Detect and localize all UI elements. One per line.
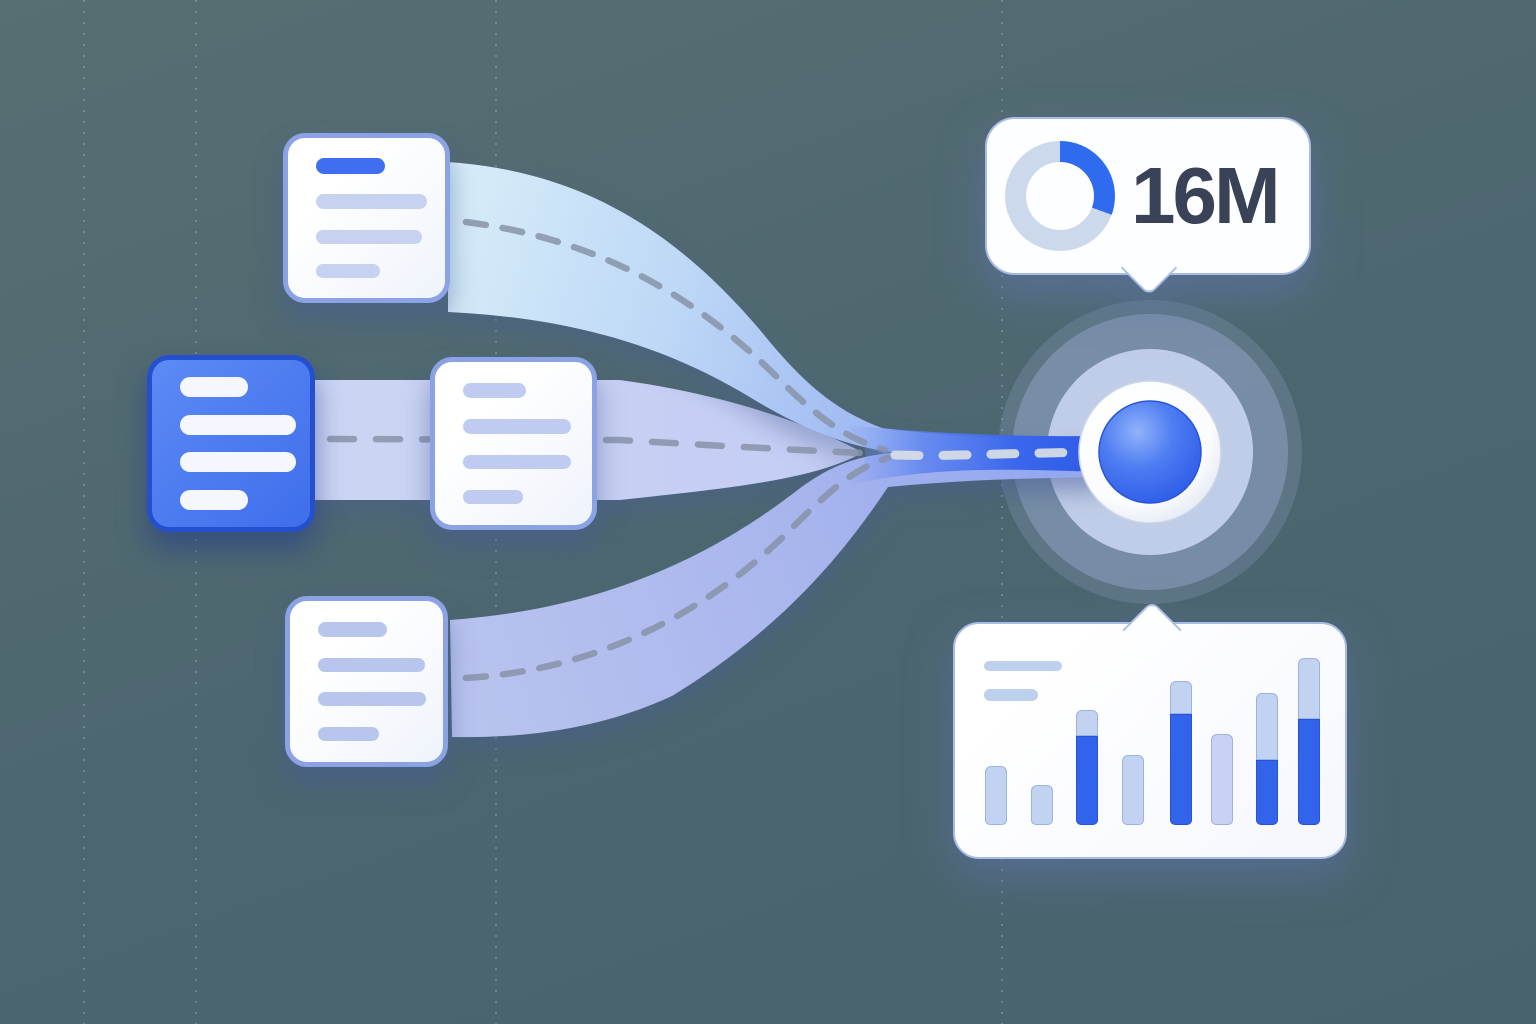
document-card-top xyxy=(283,133,450,303)
placeholder-text-bar xyxy=(463,455,571,469)
chart-bar-segment xyxy=(1298,719,1320,825)
document-card-bottom xyxy=(285,596,448,767)
road-merged xyxy=(845,425,1108,486)
dash-line-top xyxy=(462,218,889,454)
placeholder-text-bar xyxy=(316,158,385,175)
road-bottom xyxy=(450,450,1105,738)
placeholder-text-bar xyxy=(180,452,296,473)
placeholder-text-bar xyxy=(318,692,426,707)
metric-value: 16M xyxy=(1131,151,1281,240)
chart-bar-segment xyxy=(1170,681,1192,714)
placeholder-text-bar xyxy=(316,194,427,210)
placeholder-text-bar xyxy=(318,621,387,637)
chart-bar-segment xyxy=(1122,755,1144,825)
chart-bar-2 xyxy=(1031,785,1053,825)
chart-title-placeholder-bar xyxy=(984,661,1062,671)
chart-bar-3 xyxy=(1076,710,1098,825)
chart-bar-segment xyxy=(1256,693,1278,760)
document-card-accent xyxy=(147,355,315,532)
chart-bar-5 xyxy=(1170,681,1192,825)
metric-bubble: 16M xyxy=(985,117,1311,297)
placeholder-text-bar xyxy=(463,383,526,398)
chart-bar-segment xyxy=(1298,658,1320,719)
chart-bar-segment xyxy=(1170,714,1192,825)
placeholder-text-bar xyxy=(180,377,248,398)
chart-bar-6 xyxy=(1211,734,1233,825)
placeholder-text-bar xyxy=(316,263,380,278)
placeholder-text-bar xyxy=(463,490,523,504)
placeholder-text-bar xyxy=(316,229,422,244)
node-core-circle xyxy=(1098,400,1202,504)
chart-bar-1 xyxy=(985,766,1007,825)
placeholder-text-bar xyxy=(180,489,248,510)
chart-bar-segment xyxy=(1076,736,1098,825)
chart-bar-4 xyxy=(1122,755,1144,825)
dash-line-bottom xyxy=(462,454,892,682)
chart-bar-segment xyxy=(985,766,1007,825)
document-card-middle xyxy=(430,357,597,530)
chart-bar-segment xyxy=(1256,760,1278,825)
placeholder-text-bar xyxy=(318,657,425,672)
bar-chart-bubble xyxy=(953,600,1347,859)
donut-chart xyxy=(1005,141,1115,251)
chart-bar-segment xyxy=(1076,710,1098,736)
chart-bar-8 xyxy=(1298,658,1320,825)
placeholder-text-bar xyxy=(463,419,571,434)
chart-bar-7 xyxy=(1256,693,1278,825)
placeholder-text-bar xyxy=(318,727,379,742)
placeholder-text-bar xyxy=(180,414,296,435)
chart-bar-segment xyxy=(1031,785,1053,825)
dash-line-middle xyxy=(326,435,864,457)
chart-title-placeholder-bar xyxy=(984,689,1038,701)
chart-bar-segment xyxy=(1211,734,1233,825)
road-top xyxy=(448,162,1105,468)
